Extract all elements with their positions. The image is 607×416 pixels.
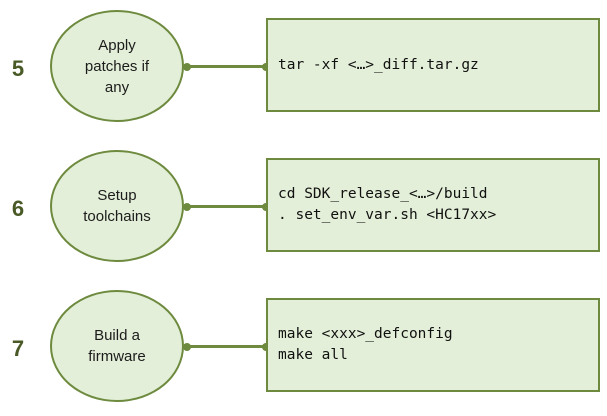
- step-number: 6: [11, 196, 25, 221]
- connector-line: [184, 205, 266, 208]
- step-number: 7: [11, 336, 25, 361]
- command-line: cd SDK_release_<…>/build: [278, 186, 488, 202]
- command-box: tar -xf <…>_diff.tar.gz: [266, 18, 600, 112]
- step-5: 5 Apply patches if any tar -xf <…>_diff.…: [0, 6, 607, 126]
- command-line: tar -xf <…>_diff.tar.gz: [278, 56, 479, 73]
- step-number: 5: [11, 56, 25, 81]
- step-circle: Apply patches if any: [50, 10, 184, 122]
- command-box: make <xxx>_defconfig make all: [266, 298, 600, 392]
- step-6: 6 Setup toolchains cd SDK_release_<…>/bu…: [0, 146, 607, 266]
- command-box: cd SDK_release_<…>/build . set_env_var.s…: [266, 158, 600, 252]
- step-circle: Setup toolchains: [50, 150, 184, 262]
- command-line: make <xxx>_defconfig: [278, 326, 453, 342]
- connector-start-dot: [183, 203, 191, 211]
- step-label: Setup toolchains: [83, 187, 151, 225]
- connector-line: [184, 345, 266, 348]
- step-label: Apply patches if any: [84, 36, 150, 96]
- connector-line: [184, 65, 266, 68]
- step-label: Build a firmware: [88, 327, 146, 365]
- step-7: 7 Build a firmware make <xxx>_defconfig …: [0, 286, 607, 406]
- connector-start-dot: [183, 343, 191, 351]
- command-line: . set_env_var.sh <HC17xx>: [278, 207, 497, 223]
- step-circle: Build a firmware: [50, 290, 184, 402]
- connector-start-dot: [183, 63, 191, 71]
- command-line: make all: [278, 347, 348, 363]
